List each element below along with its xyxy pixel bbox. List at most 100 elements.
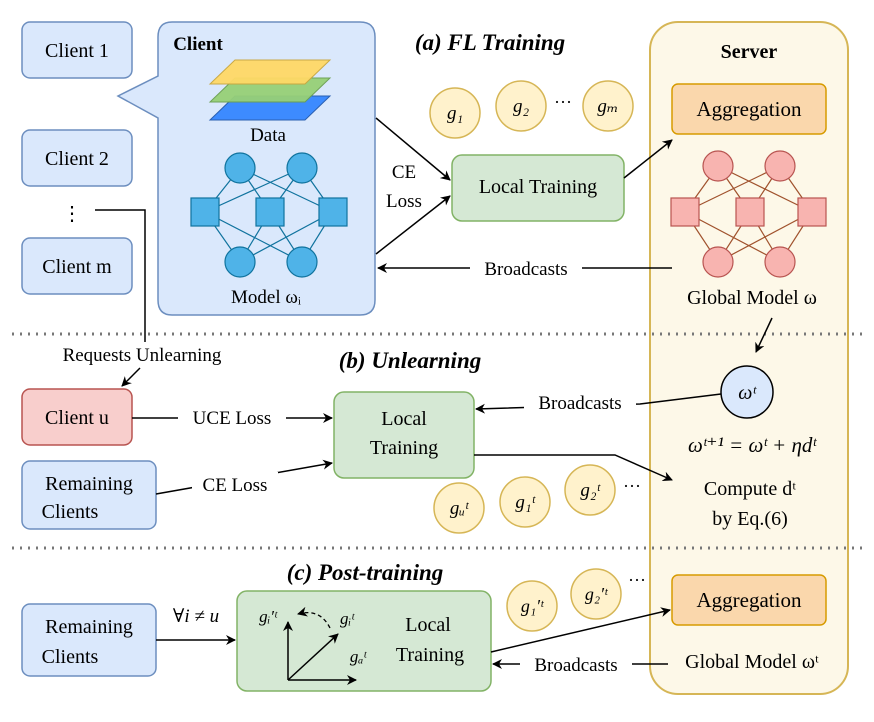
client-node-mid-3	[318, 197, 348, 227]
ce-arrow-from-model	[375, 195, 451, 255]
fl-broadcasts-bg	[470, 256, 582, 280]
client-panel-title: Client	[173, 34, 223, 55]
omega-t-label: ωᵗ	[738, 382, 757, 404]
aggregation-bottom-box	[671, 574, 827, 626]
post-broadcasts-bg	[520, 652, 632, 676]
unl-grad-gu-label: gᵤᵗ	[450, 498, 470, 519]
unl-grad-g1	[499, 476, 551, 528]
ce-b-bg	[192, 472, 278, 496]
fl-local-training-label: Local Training	[479, 176, 597, 198]
remaining-c-label-1: Remaining	[45, 616, 133, 638]
unlearning-broadcasts-bg	[524, 390, 636, 414]
ce-loss-label-1: CE	[392, 162, 416, 183]
post-grad-g2	[570, 568, 622, 620]
section-b-title: (b) Unlearning	[339, 348, 482, 373]
unl-grad-g2-label: g₂ᵗ	[580, 480, 601, 501]
section-c-title: (c) Post-training	[287, 560, 444, 585]
global-node-top-1	[702, 150, 734, 182]
post-gi-label: gᵢᵗ	[340, 609, 355, 628]
unl-grad-gu	[433, 482, 485, 534]
client-node-mid-2	[255, 197, 285, 227]
requests-unlearning-label: Requests Unlearning	[63, 345, 222, 366]
post-ga-label: gₐᵗ	[350, 647, 367, 666]
fl-to-aggregation-arrow	[623, 139, 673, 179]
post-to-aggregation-arrow	[490, 607, 671, 653]
client-1-box	[21, 21, 133, 79]
requests-arrow	[121, 367, 141, 387]
uce-loss-label: UCE Loss	[193, 408, 272, 429]
post-vector-gi	[287, 633, 339, 681]
post-rotation-arrow	[297, 606, 331, 629]
unl-grad-g1-label: g₁ᵗ	[515, 492, 536, 513]
client-m-box	[21, 237, 133, 295]
fl-local-training-box	[451, 154, 625, 222]
ce-loss-label-2: Loss	[386, 191, 422, 212]
unlearning-broadcasts-label: Broadcasts	[538, 393, 621, 414]
compute-label-2: by Eq.(6)	[712, 508, 788, 530]
data-label: Data	[250, 125, 286, 146]
update-rule: ωᵗ⁺¹ = ωᵗ + ηdᵗ	[688, 433, 817, 457]
global-model-label: Global Model ω	[687, 287, 817, 309]
post-grad-g1	[506, 580, 558, 632]
remaining-clients-b-box	[21, 460, 157, 530]
client-m-label: Client m	[42, 256, 112, 278]
post-local-label-2: Training	[396, 644, 464, 666]
unlearning-local-label-1: Local	[381, 408, 427, 430]
post-grad-g1-label: g₁′ᵗ	[521, 596, 544, 616]
remaining-b-label-2: Clients	[42, 501, 99, 523]
client-node-bottom-2	[286, 246, 318, 278]
fl-broadcasts-label: Broadcasts	[484, 259, 567, 280]
client-1-label: Client 1	[45, 40, 109, 62]
server-title: Server	[721, 41, 778, 63]
client-2-label: Client 2	[45, 148, 109, 170]
global-node-bottom-1	[702, 246, 734, 278]
global-node-top-2	[764, 150, 796, 182]
client-model-label: Model ωᵢ	[231, 287, 301, 308]
global-node-mid-1	[670, 197, 700, 227]
fl-grad-g1-label: g₁	[447, 103, 463, 124]
global-node-mid-2	[735, 197, 765, 227]
client-node-bottom-1	[224, 246, 256, 278]
client-u-label: Client u	[45, 407, 109, 429]
unlearning-local-box	[333, 391, 475, 479]
fl-grad-gm	[582, 80, 634, 132]
unl-grad-g2	[564, 464, 616, 516]
client-node-top-2	[286, 152, 318, 184]
client-node-top-1	[224, 152, 256, 184]
post-grad-g2-label: g₂′ᵗ	[585, 584, 608, 604]
client-dots: ⋮	[62, 203, 82, 225]
aggregation-top-box	[671, 83, 827, 135]
fl-grad-g2-label: g₂	[513, 96, 530, 117]
unlearning-to-compute-arrow	[474, 454, 673, 481]
global-model-t-label: Global Model ωᵗ	[685, 651, 819, 673]
forall-label: ∀i ≠ u	[173, 606, 219, 627]
ce-b-loss-label: CE Loss	[203, 475, 268, 496]
section-a-title: (a) FL Training	[415, 30, 565, 55]
global-node-mid-3	[797, 197, 827, 227]
global-node-bottom-2	[764, 246, 796, 278]
client-node-mid-1	[190, 197, 220, 227]
omega-t-circle	[720, 365, 774, 419]
ce-arrow-from-data	[375, 117, 451, 181]
unl-grad-dots: ···	[623, 476, 641, 496]
compute-label-1: Compute dᵗ	[704, 478, 796, 500]
requests-bg	[36, 342, 248, 366]
remaining-b-label-1: Remaining	[45, 473, 133, 495]
post-grad-dots: ···	[628, 570, 646, 590]
global-to-omega-arrow	[755, 317, 773, 353]
uce-bg	[178, 405, 286, 429]
post-broadcasts-label: Broadcasts	[534, 655, 617, 676]
server-panel	[649, 21, 849, 695]
post-gi-prime-label: gᵢ′ᵗ	[259, 607, 278, 626]
client-2-box	[21, 129, 133, 187]
aggregation-bottom-label: Aggregation	[697, 588, 802, 612]
aggregation-top-label: Aggregation	[697, 97, 802, 121]
fl-grad-g1	[429, 87, 481, 139]
post-local-label-1: Local	[405, 614, 451, 636]
post-local-box	[236, 590, 492, 692]
fl-grad-g2	[495, 80, 547, 132]
client-u-box	[21, 388, 133, 446]
remaining-c-label-2: Clients	[42, 646, 99, 668]
